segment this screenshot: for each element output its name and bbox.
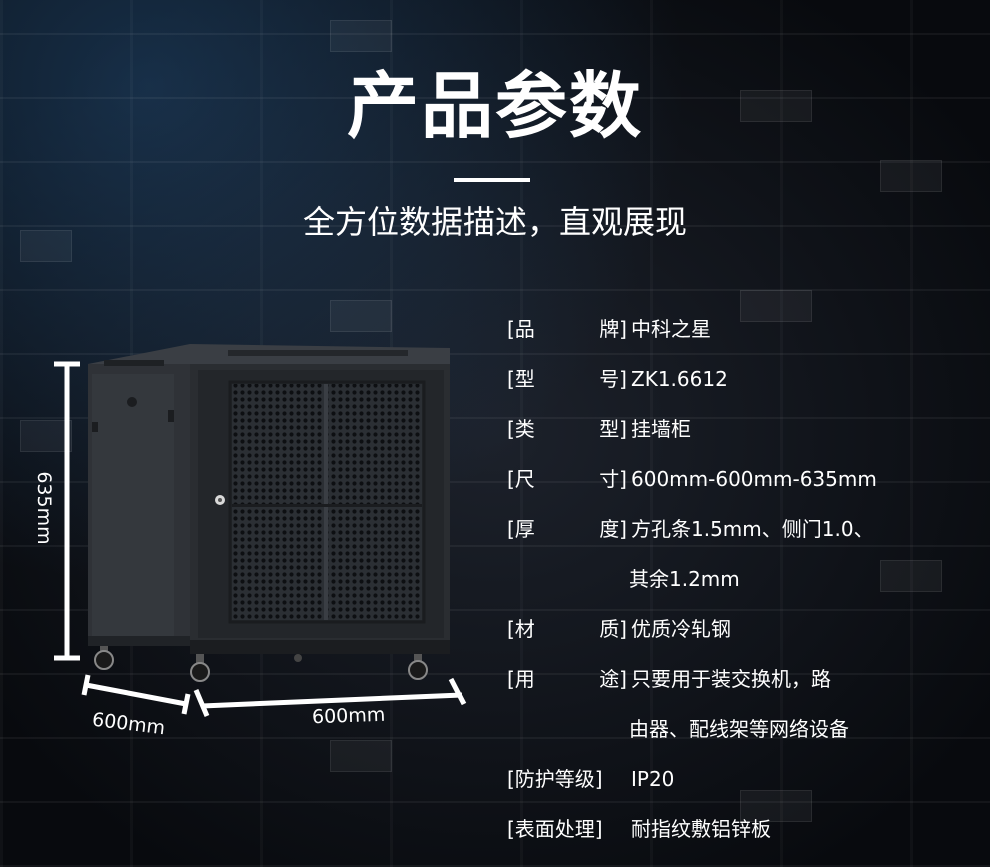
height-dimension-label: 635mm: [33, 471, 55, 545]
spec-value: ZK1.6612: [631, 367, 728, 391]
spec-row-size: [尺寸] 600mm-600mm-635mm: [507, 463, 977, 513]
spec-label: [用途]: [507, 667, 627, 691]
spec-label: [品牌]: [507, 317, 627, 341]
spec-label: [防护等级]: [507, 767, 603, 791]
width-dimension-label: 600mm: [311, 703, 386, 729]
spec-label: [表面处理]: [507, 817, 603, 841]
spec-label: [尺寸]: [507, 467, 627, 491]
spec-row-material: [材质] 优质冷轧钢: [507, 613, 977, 663]
spec-value: 中科之星: [631, 317, 711, 341]
spec-value: IP20: [631, 767, 675, 791]
spec-row-model: [型号] ZK1.6612: [507, 363, 977, 413]
spec-row-surface: [表面处理] 耐指纹敷铝锌板: [507, 813, 977, 863]
spec-list: [品牌] 中科之星 [型号] ZK1.6612 [类型] 挂墙柜 [尺寸] 60…: [507, 313, 977, 863]
spec-row-usage: [用途] 只要用于装交换机，路: [507, 663, 977, 713]
page-subtitle: 全方位数据描述，直观展现: [302, 203, 687, 241]
spec-value: 耐指纹敷铝锌板: [631, 817, 771, 841]
spec-value: 优质冷轧钢: [631, 617, 731, 641]
spec-row-brand: [品牌] 中科之星: [507, 313, 977, 363]
spec-row-type: [类型] 挂墙柜: [507, 413, 977, 463]
spec-label: [材质]: [507, 617, 627, 641]
spec-value: 方孔条1.5mm、侧门1.0、: [631, 517, 874, 541]
spec-value-continued: 其余1.2mm: [629, 567, 740, 591]
cabinet-illustration: [88, 344, 450, 682]
spec-label: [型号]: [507, 367, 627, 391]
spec-row-protection: [防护等级] IP20: [507, 763, 977, 813]
spec-value: 挂墙柜: [631, 417, 691, 441]
title-divider: [454, 178, 530, 182]
spec-label: [类型]: [507, 417, 627, 441]
spec-label: [厚度]: [507, 517, 627, 541]
spec-value-continued: 由器、配线架等网络设备: [629, 717, 849, 741]
spec-value: 只要用于装交换机，路: [631, 667, 831, 691]
page-title: 产品参数: [346, 64, 643, 148]
spec-value: 600mm-600mm-635mm: [631, 467, 877, 491]
spec-row-thickness: [厚度] 方孔条1.5mm、侧门1.0、: [507, 513, 977, 563]
